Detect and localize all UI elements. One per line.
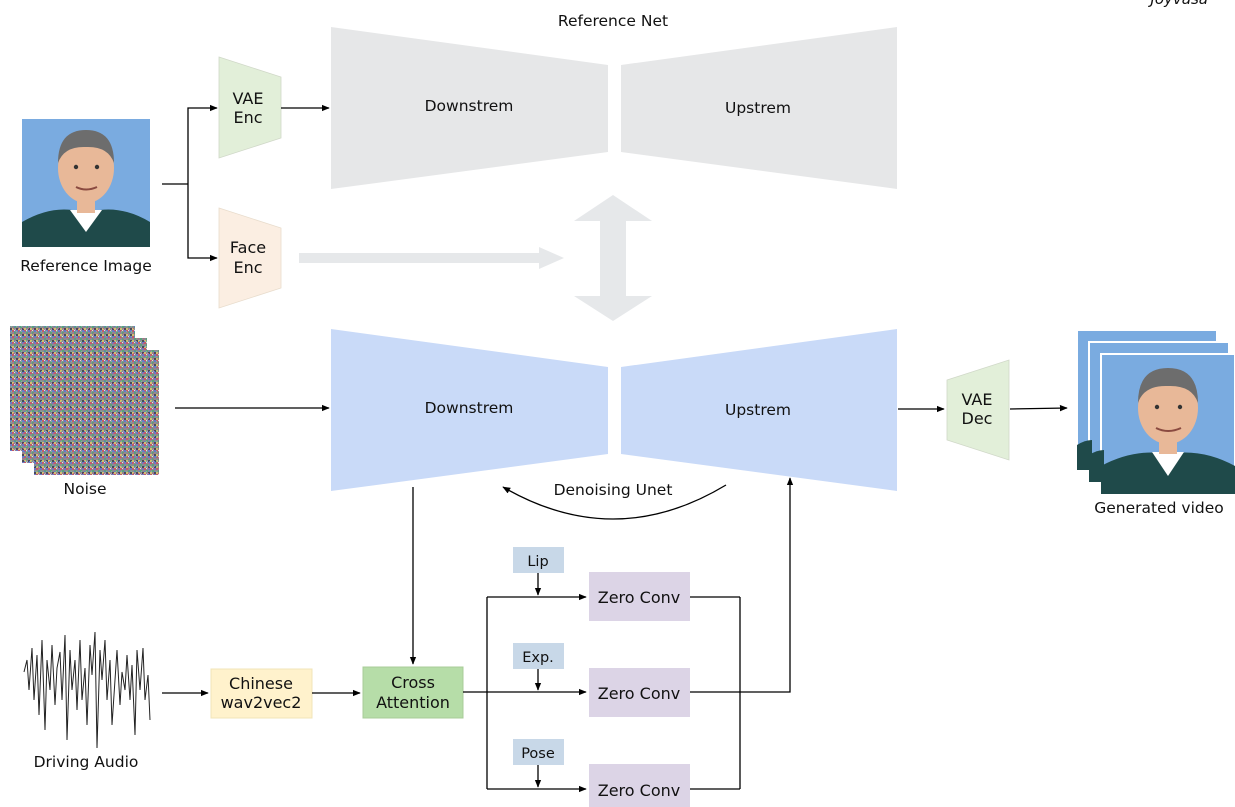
zero-conv-lip-block <box>589 572 690 621</box>
vae-encoder-block <box>218 56 282 159</box>
reference-image-label: Reference Image <box>20 257 152 275</box>
audio-waveform-icon <box>23 631 151 749</box>
vae-encoder-label-line2: Enc <box>233 108 262 127</box>
reference-net-upstream-label: Upstrem <box>725 99 791 117</box>
lip-tag <box>513 547 564 573</box>
cross-attention-block <box>362 666 464 719</box>
unet-downstream-label: Downstrem <box>425 399 514 417</box>
noise-label: Noise <box>64 480 107 498</box>
unet-title: Denoising Unet <box>554 481 673 499</box>
unet-upstream-label: Upstrem <box>725 401 791 419</box>
generated-video-image-stack <box>1076 329 1235 495</box>
zero-conv-pose-block <box>589 764 690 807</box>
reference-image <box>22 119 150 247</box>
zero-conv-pose-label: Zero Conv <box>598 781 680 800</box>
wav2vec-label-line2: wav2vec2 <box>221 693 302 712</box>
noise-image-stack <box>10 326 159 475</box>
to-vae-enc-arrow <box>187 104 218 184</box>
pose-tag <box>513 739 564 765</box>
driving-audio-label: Driving Audio <box>34 753 139 771</box>
reference-net-title: Reference Net <box>558 12 668 30</box>
vae-decoder-label-line2: Dec <box>962 409 993 428</box>
double-arrow-icon <box>574 195 652 321</box>
zero-conv-lip-label: Zero Conv <box>598 588 680 607</box>
denoising-loop-arrow <box>502 484 727 520</box>
vae-dec-to-video-arrow <box>1009 404 1068 412</box>
reference-net-downstream-label: Downstrem <box>425 97 514 115</box>
face-feature-arrow-icon <box>299 247 564 269</box>
cross-attention-label-line2: Attention <box>376 693 450 712</box>
zero-conv-exp-label: Zero Conv <box>598 684 680 703</box>
face-encoder-block <box>218 207 282 309</box>
exp-tag-label: Exp. <box>522 650 554 666</box>
to-face-enc-arrow <box>187 184 218 262</box>
wav2vec-block <box>210 668 313 719</box>
lip-tag-label: Lip <box>527 554 548 570</box>
vae-decoder-block <box>946 359 1010 461</box>
corner-text: Joyvasa <box>1147 0 1208 8</box>
reference-net-downstream-block <box>331 27 608 189</box>
vae-encoder-label-line1: VAE <box>233 89 264 108</box>
unet-upstream-block <box>621 329 897 491</box>
unet-downstream-block <box>331 329 608 491</box>
face-encoder-label-line1: Face <box>230 238 266 257</box>
face-encoder-label-line2: Enc <box>233 258 262 277</box>
exp-tag <box>513 643 564 669</box>
pose-tag-label: Pose <box>521 746 555 762</box>
vae-decoder-label-line1: VAE <box>962 390 993 409</box>
cross-attention-label-line1: Cross <box>391 673 435 692</box>
zero-conv-exp-block <box>589 668 690 717</box>
merge-to-unet-arrow <box>740 477 794 693</box>
wav2vec-label-line1: Chinese <box>229 674 293 693</box>
generated-video-label: Generated video <box>1094 499 1224 517</box>
reference-net-upstream-block <box>621 27 897 189</box>
